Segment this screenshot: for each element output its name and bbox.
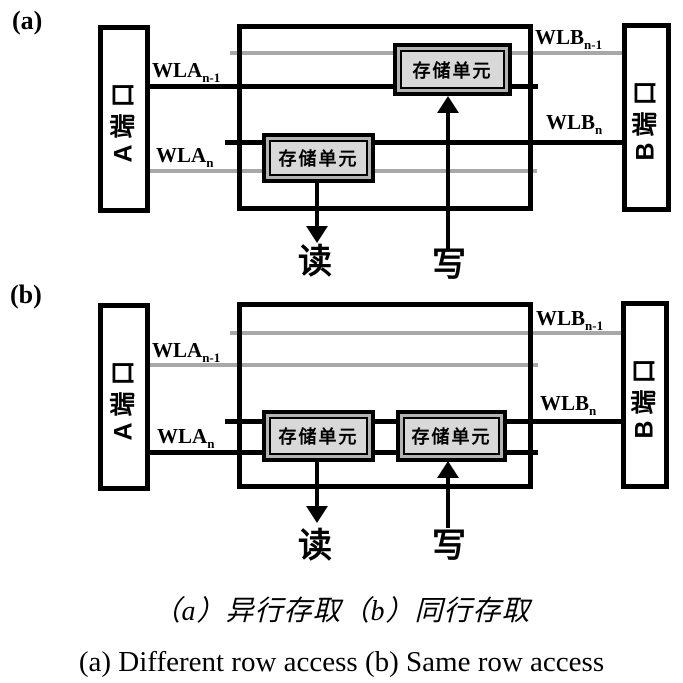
panel-b-write-arrow-icon bbox=[437, 461, 459, 478]
panel-b-port-a-box: A端口 bbox=[98, 303, 150, 491]
panel-b-storage-cell-left-label: 存储单元 bbox=[269, 417, 368, 455]
panel-b-wordline-wla-n-1-line bbox=[146, 363, 538, 367]
panel-a-memory-array-box bbox=[237, 24, 533, 211]
panel-b-storage-cell-left: 存储单元 bbox=[262, 410, 375, 462]
panel-a-write-label: 写 bbox=[432, 246, 466, 284]
panel-a-read-arrow-icon bbox=[306, 226, 328, 243]
panel-a-port-b-box: B端口 bbox=[622, 23, 671, 212]
panel-b-port-a-label: A端口 bbox=[109, 353, 138, 441]
caption-english: (a) Different row access (b) Same row ac… bbox=[78, 646, 605, 678]
panel-b-wlb-n-1-label: WLBn-1 bbox=[536, 306, 604, 334]
panel-a-read-arrow-line bbox=[315, 181, 319, 228]
panel-b-memory-array-box bbox=[237, 302, 533, 489]
panel-a-wlb-n-label: WLBn bbox=[546, 110, 603, 138]
panel-b-tag: (b) bbox=[10, 280, 42, 309]
panel-a-wla-n-label: WLAn bbox=[156, 143, 214, 171]
panel-b-read-arrow-icon bbox=[306, 506, 328, 523]
panel-b-storage-cell-right-label: 存储单元 bbox=[403, 417, 500, 455]
panel-a-read-label: 读 bbox=[298, 243, 332, 281]
panel-b-wla-n-1-label: WLAn-1 bbox=[152, 338, 221, 366]
panel-b-port-b-box: B端口 bbox=[621, 301, 669, 489]
panel-b-wlb-n-label: WLBn bbox=[540, 391, 597, 419]
panel-a-storage-cell-lower: 存储单元 bbox=[262, 133, 375, 183]
panel-a-wlb-n-1-label: WLBn-1 bbox=[535, 25, 603, 53]
panel-b-read-arrow-line bbox=[315, 461, 319, 508]
panel-a-storage-cell-upper-label: 存储单元 bbox=[400, 50, 505, 89]
caption-chinese: （a）异行存取（b）同行存取 bbox=[152, 596, 531, 627]
panel-a-port-a-label: A端口 bbox=[109, 75, 138, 163]
panel-a-wordline-wla-n-1-line bbox=[146, 84, 538, 89]
panel-b-write-label: 写 bbox=[432, 527, 466, 565]
panel-a-write-arrow-line bbox=[446, 112, 450, 250]
panel-a-wla-n-1-label: WLAn-1 bbox=[152, 58, 221, 86]
panel-b-read-label: 读 bbox=[298, 527, 332, 565]
panel-a-wordline-wlb-n-line bbox=[225, 140, 623, 145]
panel-a-tag: (a) bbox=[12, 6, 43, 35]
panel-a-storage-cell-upper: 存储单元 bbox=[393, 43, 512, 96]
panel-a-port-a-box: A端口 bbox=[98, 25, 150, 213]
panel-a-write-arrow-icon bbox=[437, 96, 459, 113]
panel-b-storage-cell-right: 存储单元 bbox=[396, 410, 507, 462]
panel-b-port-b-label: B端口 bbox=[630, 351, 659, 439]
panel-b-write-arrow-line bbox=[446, 477, 450, 528]
panel-b-wla-n-label: WLAn bbox=[157, 424, 215, 452]
panel-a-port-b-label: B端口 bbox=[632, 74, 660, 161]
panel-a-storage-cell-lower-label: 存储单元 bbox=[269, 140, 368, 176]
panel-b-wordline-wlb-n-1-line bbox=[230, 331, 623, 335]
